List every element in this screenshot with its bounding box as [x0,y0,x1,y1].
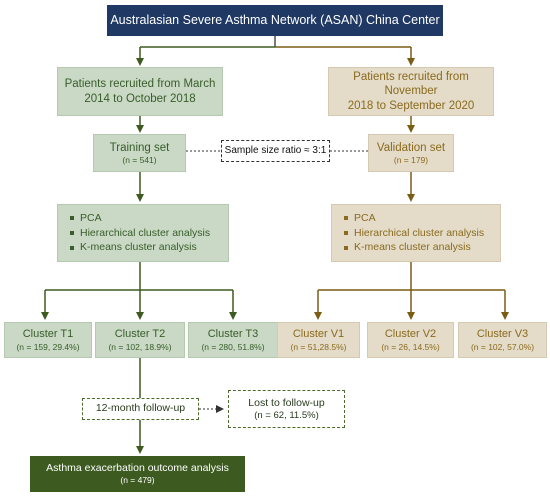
cluster-v3-box: Cluster V3 (n = 102, 57.0%) [458,322,547,358]
cluster-t1-detail: (n = 159, 29.4%) [16,341,80,352]
bullet-icon [344,231,348,235]
cluster-v1-name: Cluster V1 [292,327,345,340]
cluster-v3-detail: (n = 102, 57.0%) [470,341,535,352]
right-recruit-line2: 2018 to September 2020 [347,99,475,112]
training-set-n: (n = 541) [122,154,157,165]
outcome-label: Asthma exacerbation outcome analysis [46,462,229,475]
bullet-icon [344,216,348,221]
right-methods-box: PCA Hierarchical cluster analysis K-mean… [331,204,501,262]
right-method-item: PCA [344,211,376,226]
cluster-v1-box: Cluster V1 (n = 51,28.5%) [277,322,360,358]
training-set-box: Training set (n = 541) [93,134,186,172]
left-method-item: PCA [70,211,102,226]
bullet-icon [70,231,74,235]
cluster-v2-box: Cluster V2 (n = 26, 14.5%) [367,322,454,358]
cluster-t3-box: Cluster T3 (n = 280, 51.8%) [188,322,278,358]
left-method-item: K-means cluster analysis [70,240,197,255]
cluster-t1-box: Cluster T1 (n = 159, 29.4%) [4,322,92,358]
training-set-label: Training set [109,141,170,154]
cluster-t2-name: Cluster T2 [114,327,166,340]
sample-size-ratio-text: Sample size ratio ≈ 3:1 [224,144,327,156]
outcome-box: Asthma exacerbation outcome analysis (n … [30,456,245,492]
right-recruit-box: Patients recruited from November 2018 to… [328,67,494,116]
bullet-icon [344,245,348,250]
followup-box: 12-month follow-up [82,398,199,420]
followup-text: 12-month follow-up [95,402,186,415]
left-recruit-box: Patients recruited from March 2014 to Oc… [57,67,223,116]
left-methods-box: PCA Hierarchical cluster analysis K-mean… [57,204,229,262]
title-text: Australasian Severe Asthma Network (ASAN… [110,12,440,27]
right-method-item: K-means cluster analysis [344,240,471,255]
left-method-item: Hierarchical cluster analysis [70,226,210,241]
cluster-t2-detail: (n = 102, 18.9%) [108,341,172,352]
right-recruit-line1: Patients recruited from November [353,70,469,98]
lost-to-followup-n: (n = 62, 11.5%) [254,409,319,421]
cluster-v2-name: Cluster V2 [384,327,437,340]
left-recruit-line1: Patients recruited from March [64,78,216,91]
title-box: Australasian Severe Asthma Network (ASAN… [107,5,443,36]
cluster-v1-detail: (n = 51,28.5%) [290,341,347,352]
bullet-icon [70,245,74,250]
validation-set-box: Validation set (n = 179) [368,134,454,172]
cluster-t2-box: Cluster T2 (n = 102, 18.9%) [95,322,185,358]
validation-set-n: (n = 179) [393,154,429,165]
cluster-v2-detail: (n = 26, 14.5%) [381,341,440,352]
left-recruit-line2: 2014 to October 2018 [84,92,196,105]
cluster-v3-name: Cluster V3 [476,327,529,340]
cluster-t3-name: Cluster T3 [207,327,259,340]
outcome-n: (n = 479) [120,475,155,486]
lost-to-followup-box: Lost to follow-up (n = 62, 11.5%) [228,390,345,428]
validation-set-label: Validation set [376,141,446,154]
right-method-item: Hierarchical cluster analysis [344,226,484,241]
bullet-icon [70,216,74,221]
sample-size-ratio-box: Sample size ratio ≈ 3:1 [221,140,330,162]
cluster-t1-name: Cluster T1 [22,327,74,340]
lost-to-followup-label: Lost to follow-up [248,396,325,409]
cluster-t3-detail: (n = 280, 51.8%) [201,341,265,352]
